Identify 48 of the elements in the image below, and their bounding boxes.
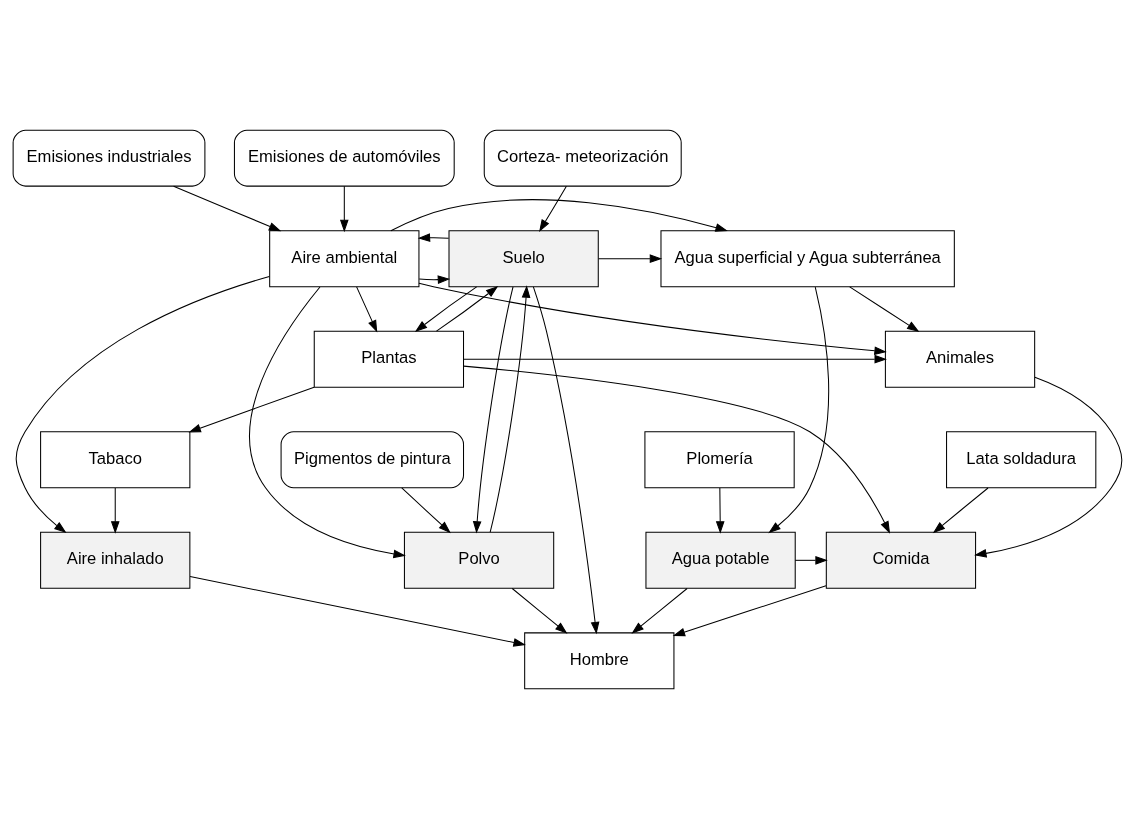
arrow bbox=[188, 386, 315, 432]
node-box: Plomería bbox=[644, 430, 795, 488]
node-box: Emisiones industriales bbox=[12, 129, 206, 187]
node-box: Animales bbox=[884, 330, 1036, 388]
node-box: Aire ambiental bbox=[269, 229, 420, 287]
arrow bbox=[15, 275, 270, 533]
node-box: Lata soldadura bbox=[946, 430, 1097, 488]
node-box: Suelo bbox=[448, 229, 599, 287]
node-box: Tabaco bbox=[40, 430, 191, 488]
arrow bbox=[768, 286, 830, 533]
arrow bbox=[715, 486, 725, 534]
arrow bbox=[401, 486, 451, 533]
arrow bbox=[463, 365, 891, 534]
arrow bbox=[489, 284, 531, 533]
arrow bbox=[472, 285, 514, 534]
arrow bbox=[539, 185, 567, 232]
node-box: Aire inhalado bbox=[40, 531, 191, 589]
arrow bbox=[974, 376, 1123, 558]
node-box: Corteza- meteorización bbox=[483, 129, 682, 187]
arrow bbox=[390, 198, 728, 232]
arrow bbox=[356, 285, 378, 333]
arrow bbox=[794, 555, 828, 565]
arrow bbox=[598, 253, 663, 263]
arrow bbox=[418, 274, 451, 284]
node-box: Plantas bbox=[313, 330, 465, 388]
arrow bbox=[417, 232, 450, 242]
arrow bbox=[173, 185, 282, 231]
arrow bbox=[414, 285, 478, 332]
arrow bbox=[532, 285, 600, 634]
arrow bbox=[110, 486, 120, 534]
node-box: Agua superficial y Agua subterránea bbox=[660, 229, 955, 287]
node-box: Pigmentos de pintura bbox=[280, 430, 465, 488]
arrow bbox=[339, 185, 349, 232]
node-box: Emisiones de automóviles bbox=[233, 129, 455, 187]
arrow bbox=[631, 587, 688, 634]
arrow bbox=[849, 285, 920, 332]
arrow bbox=[249, 285, 406, 558]
arrow bbox=[672, 584, 827, 636]
node-box: Agua potable bbox=[645, 531, 796, 589]
node-box: Hombre bbox=[524, 631, 675, 689]
node-box: Polvo bbox=[403, 531, 555, 589]
node-box: Comida bbox=[825, 531, 977, 589]
arrow bbox=[463, 354, 887, 364]
arrow bbox=[418, 282, 887, 355]
arrow bbox=[932, 486, 989, 533]
arrow bbox=[189, 575, 526, 647]
arrow bbox=[435, 285, 499, 332]
arrow bbox=[511, 587, 568, 634]
